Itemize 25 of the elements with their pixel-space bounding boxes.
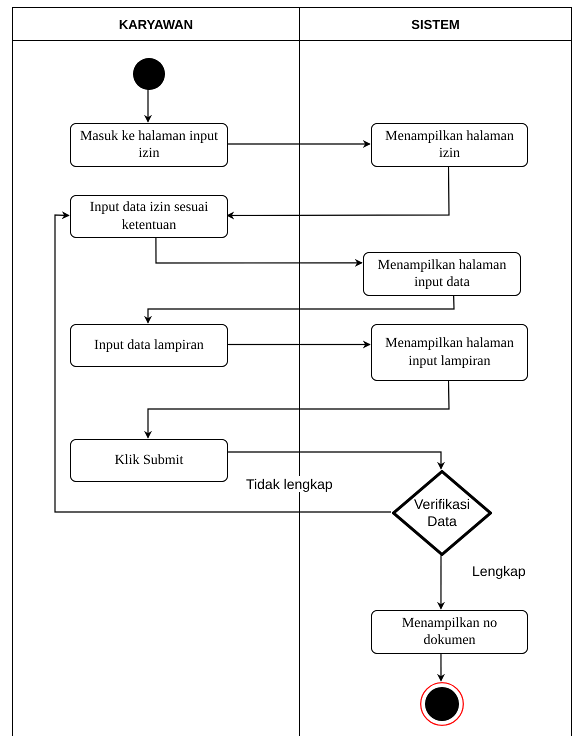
edge-label: Lengkap xyxy=(471,563,527,579)
flow-arrow xyxy=(226,166,450,220)
flow-arrow xyxy=(144,89,152,123)
flow-arrow xyxy=(436,555,445,610)
flow-arrow xyxy=(54,211,391,513)
flow-arrow xyxy=(144,294,455,324)
action-box: Menampilkan no dokumen xyxy=(371,610,528,654)
action-box: Menampilkan halaman input data xyxy=(363,252,521,296)
action-box: Klik Submit xyxy=(70,439,228,482)
flow-arrow xyxy=(155,237,363,267)
flow-arrow xyxy=(227,451,445,470)
decision-diamond xyxy=(392,470,492,556)
action-box: Input data lampiran xyxy=(70,324,228,367)
flow-arrow xyxy=(144,380,450,439)
flow-arrow xyxy=(227,340,371,348)
flow-arrow xyxy=(227,140,371,148)
end-node xyxy=(420,682,464,726)
decision-label: Verifikasi Data xyxy=(412,495,472,531)
edge-label: Tidak lengkap xyxy=(245,476,334,492)
action-box: Menampilkan halaman izin xyxy=(371,123,528,167)
action-box: Menampilkan halaman input lampiran xyxy=(371,324,528,381)
action-box: Masuk ke halaman input izin xyxy=(70,123,228,167)
action-box: Input data izin sesuai ketentuan xyxy=(70,195,228,238)
start-node xyxy=(133,58,165,90)
flow-arrow xyxy=(437,653,445,682)
